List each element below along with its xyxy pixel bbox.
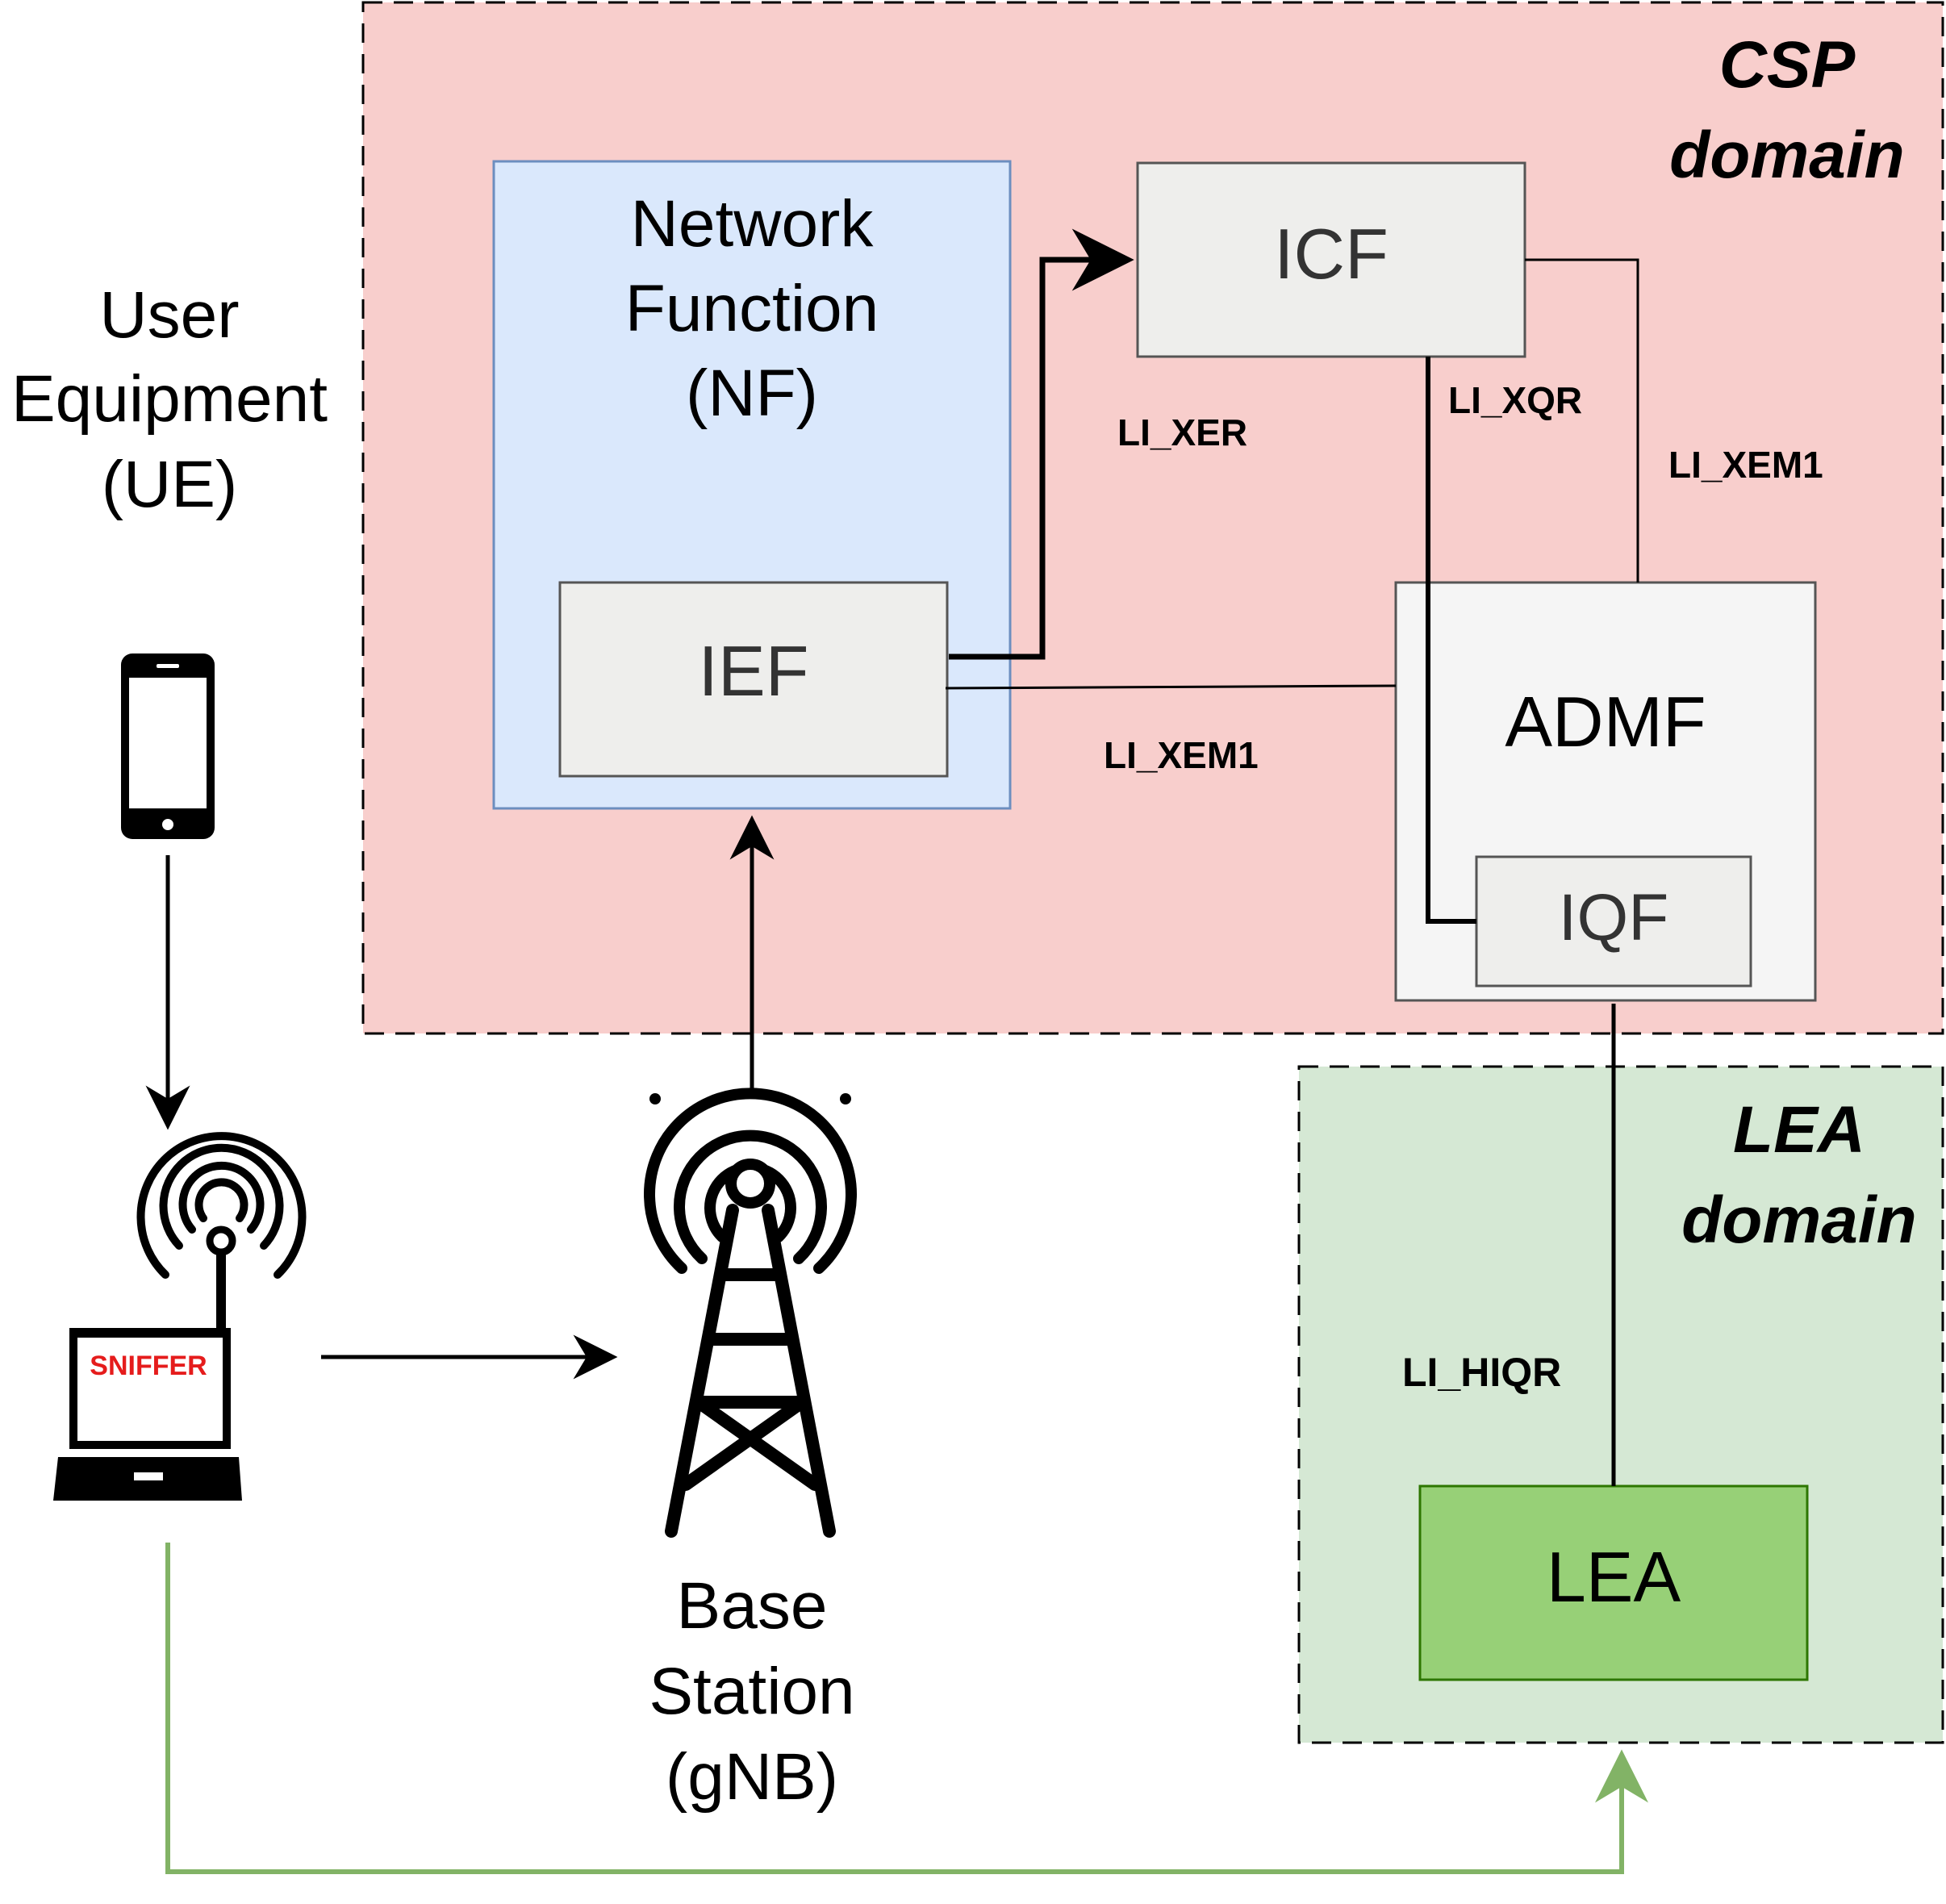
gnb-label-line1: Base [677, 1569, 828, 1643]
li-xer-label: LI_XER [1117, 411, 1247, 453]
csp-domain-label-line1: CSP [1719, 28, 1856, 102]
nf-label-line2: Function [625, 272, 879, 345]
ue-label-line1: User [99, 278, 239, 352]
li-xqr-label: LI_XQR [1448, 379, 1582, 421]
nf-label-line3: (NF) [686, 357, 818, 430]
cell-tower-icon [644, 1088, 857, 1538]
sniffer-to-lea-link [165, 1543, 1648, 1874]
lea-label: LEA [1547, 1537, 1681, 1617]
li-xer-link [949, 228, 1134, 660]
li-xqr-link [1426, 357, 1476, 924]
lea-box [1418, 1484, 1809, 1681]
gnb-label-line3: (gNB) [666, 1740, 838, 1814]
ue-label-line3: (UE) [102, 448, 238, 521]
li-hiqr-label: LI_HIQR [1402, 1350, 1561, 1395]
icf-label: ICF [1274, 214, 1389, 294]
li-xem1-ief-link [945, 684, 1397, 690]
csp-domain-label-line2: domain [1669, 119, 1905, 192]
ue-label-line2: Equipment [11, 362, 328, 436]
icf-box [1136, 161, 1526, 358]
ief-box [558, 581, 949, 778]
lea-domain-label-line1: LEA [1733, 1093, 1865, 1167]
lea-domain-label-line2: domain [1681, 1184, 1917, 1257]
ief-label: IEF [699, 631, 809, 711]
admf-label: ADMF [1505, 682, 1706, 762]
gnb-label-line2: Station [649, 1655, 854, 1728]
laptop-antenna-icon [53, 1132, 307, 1501]
iqf-box [1475, 855, 1752, 987]
smartphone-icon [121, 653, 215, 839]
li-xem1-ief-label: LI_XEM1 [1104, 734, 1259, 776]
li-xem1-icf-label: LI_XEM1 [1668, 444, 1823, 486]
sniffer-label: SNIFFER [90, 1351, 207, 1381]
iqf-label: IQF [1559, 881, 1669, 954]
li-xem1-icf-link [1525, 258, 1639, 582]
nf-label-line1: Network [631, 187, 875, 261]
